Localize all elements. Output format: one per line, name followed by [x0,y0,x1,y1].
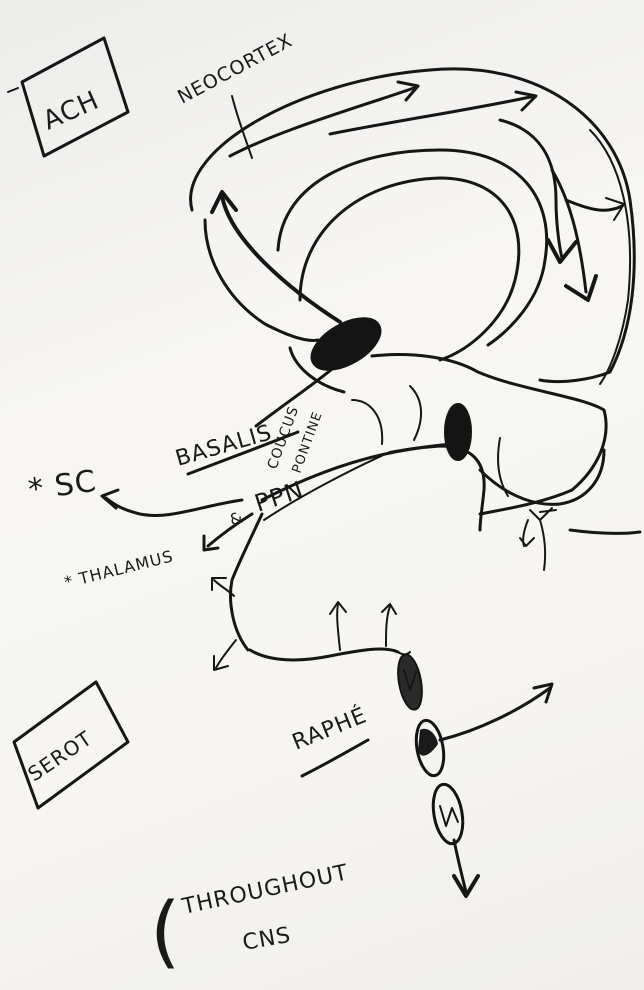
ach-box: ACH [8,38,128,156]
pons-outline [250,649,398,660]
ach-projection-arrows [212,82,624,322]
midbrain-outline [372,355,606,514]
thalamus-label: * THALAMUS [62,546,175,591]
neocortex-label: NEOCORTEX [174,29,296,108]
raphe-label: RAPHÉ [289,702,371,755]
serot-label: SEROT [23,726,96,786]
tectum-curve [410,386,421,440]
sc-arrow [106,498,242,515]
ppn-pointer [390,444,446,452]
raphe-nuclei [394,652,552,896]
brainstem-front [231,514,262,650]
paren-mark: ( [150,887,181,977]
cns-label: CNS [241,923,293,956]
sc-label: * SC [26,464,99,508]
coeruleus-nucleus [445,404,471,460]
cortex-outer-arc [191,69,635,382]
serot-box: SEROT [14,682,128,808]
throughout-label: THROUGHOUT [179,860,351,920]
thalamus-bump [352,400,382,444]
ppn-label: PPN [251,476,307,518]
cortex-right-arc [590,130,630,384]
basalis-nucleus [303,308,389,381]
spinal-line [570,530,640,533]
brainstem-projection-arrows [212,508,556,670]
